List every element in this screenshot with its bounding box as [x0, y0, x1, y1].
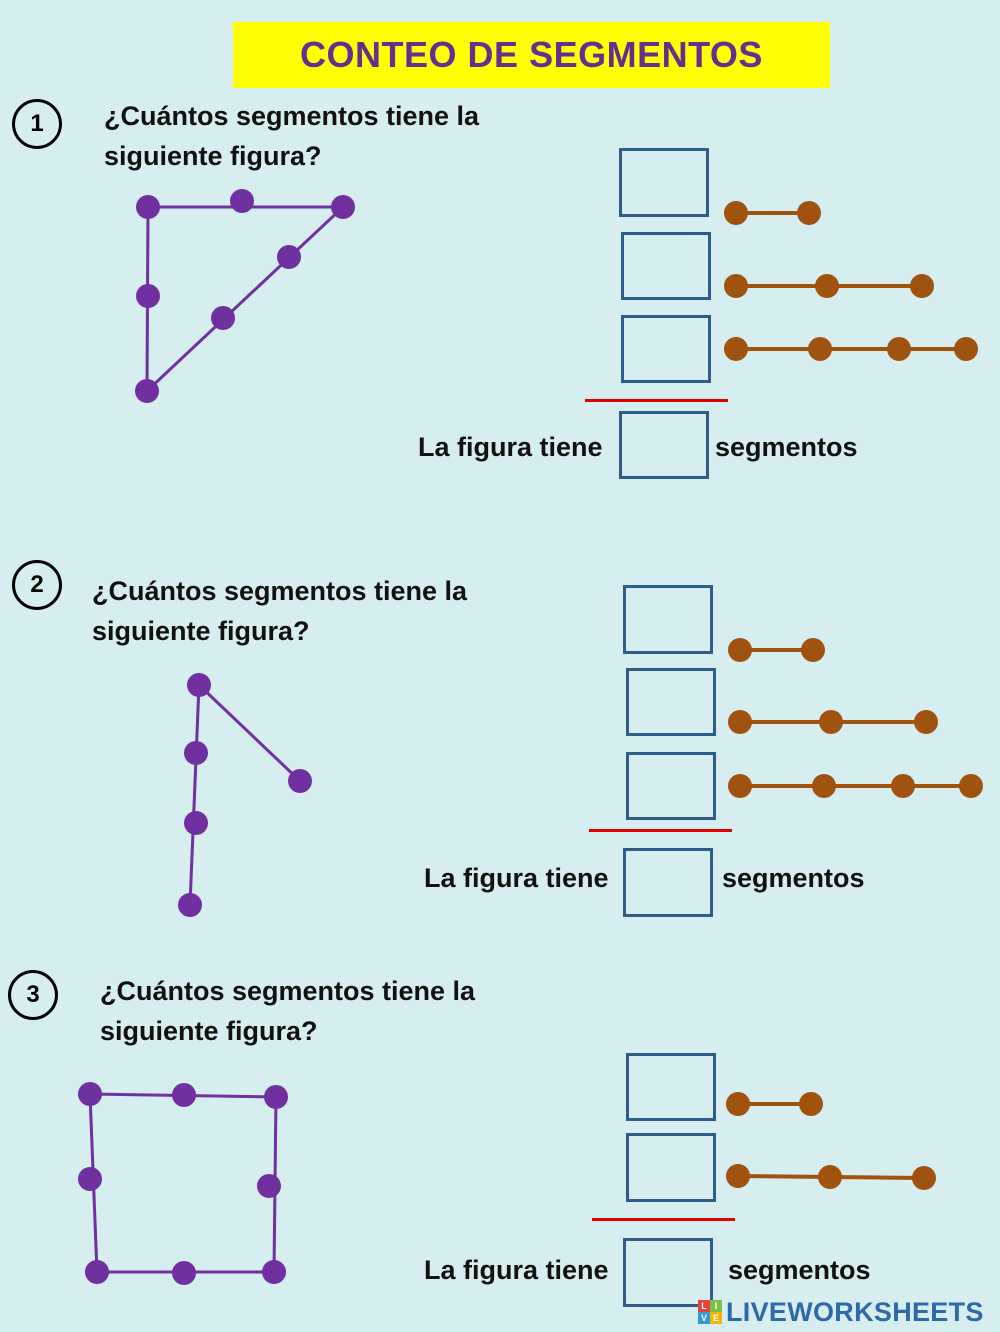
segment-point	[724, 201, 748, 225]
segment-point	[959, 774, 983, 798]
answer-box[interactable]	[621, 232, 711, 300]
figure-point	[85, 1260, 109, 1284]
answer-box[interactable]	[626, 668, 716, 736]
answer-box[interactable]	[626, 1133, 716, 1202]
segment-point	[726, 1092, 750, 1116]
segment-point	[818, 1165, 842, 1189]
answer-box[interactable]	[623, 585, 713, 654]
brand-text: LIVEWORKSHEETS	[726, 1296, 984, 1327]
figure-point	[288, 769, 312, 793]
answer-box[interactable]	[621, 315, 711, 383]
segment-point	[728, 638, 752, 662]
segment-point	[812, 774, 836, 798]
segment-point	[724, 274, 748, 298]
figure-2-angle	[178, 673, 312, 917]
question-text-3: ¿Cuántos segmentos tiene la siguiente fi…	[100, 976, 476, 1046]
answer-box[interactable]	[626, 752, 716, 820]
segment-point	[912, 1166, 936, 1190]
figure-point	[172, 1261, 196, 1285]
segment-point	[797, 201, 821, 225]
total-label-after: segmentos	[722, 863, 865, 893]
segment-point	[891, 774, 915, 798]
liveworksheets-logo-icon: L I V E	[698, 1300, 722, 1324]
total-label-before: La figura tiene	[424, 1255, 609, 1285]
segment-point	[724, 337, 748, 361]
page-title: CONTEO DE SEGMENTOS	[233, 22, 830, 88]
segment-point	[728, 710, 752, 734]
segment-point	[801, 638, 825, 662]
liveworksheets-brand: L I V E LIVEWORKSHEETS	[698, 1297, 984, 1327]
segment-references-2	[728, 638, 983, 798]
figure-point	[184, 811, 208, 835]
figure-point	[187, 673, 211, 697]
figure-point	[136, 284, 160, 308]
answer-box[interactable]	[619, 148, 709, 217]
question-text-1: ¿Cuántos segmentos tiene la siguiente fi…	[104, 101, 480, 171]
segment-point	[954, 337, 978, 361]
total-label-before: La figura tiene	[418, 432, 603, 462]
figure-point	[211, 306, 235, 330]
total-answer-box[interactable]	[623, 1238, 713, 1307]
answer-box[interactable]	[626, 1053, 716, 1121]
figure-3-square	[88, 1092, 278, 1274]
question-text-2: ¿Cuántos segmentos tiene la siguiente fi…	[92, 576, 468, 646]
question-number-1: 1	[12, 99, 62, 149]
question-number-2: 2	[12, 560, 62, 610]
segment-point	[910, 274, 934, 298]
figure-3-points	[78, 1082, 288, 1285]
total-label-before: La figura tiene	[424, 863, 609, 893]
segment-references-1	[724, 201, 978, 361]
figure-point	[331, 195, 355, 219]
figure-point	[264, 1085, 288, 1109]
figure-point	[78, 1082, 102, 1106]
figure-1-triangle	[135, 189, 355, 403]
total-answer-box[interactable]	[619, 411, 709, 479]
figure-point	[135, 379, 159, 403]
figure-point	[178, 893, 202, 917]
figure-point	[136, 195, 160, 219]
figure-point	[262, 1260, 286, 1284]
figure-point	[184, 741, 208, 765]
segment-point	[799, 1092, 823, 1116]
segment-point	[808, 337, 832, 361]
total-label-after: segmentos	[728, 1255, 871, 1285]
figure-point	[257, 1174, 281, 1198]
figure-point	[78, 1167, 102, 1191]
figure-point	[277, 245, 301, 269]
figure-point	[172, 1083, 196, 1107]
segment-point	[887, 337, 911, 361]
segment-point	[819, 710, 843, 734]
sum-divider	[585, 399, 728, 402]
total-label-after: segmentos	[715, 432, 858, 462]
figure-point	[230, 189, 254, 213]
sum-divider	[592, 1218, 735, 1221]
segment-point	[914, 710, 938, 734]
total-answer-box[interactable]	[623, 848, 713, 917]
segment-references-3	[726, 1092, 936, 1190]
segment-point	[726, 1164, 750, 1188]
segment-point	[815, 274, 839, 298]
sum-divider	[589, 829, 732, 832]
question-number-3: 3	[8, 970, 58, 1020]
segment-point	[728, 774, 752, 798]
